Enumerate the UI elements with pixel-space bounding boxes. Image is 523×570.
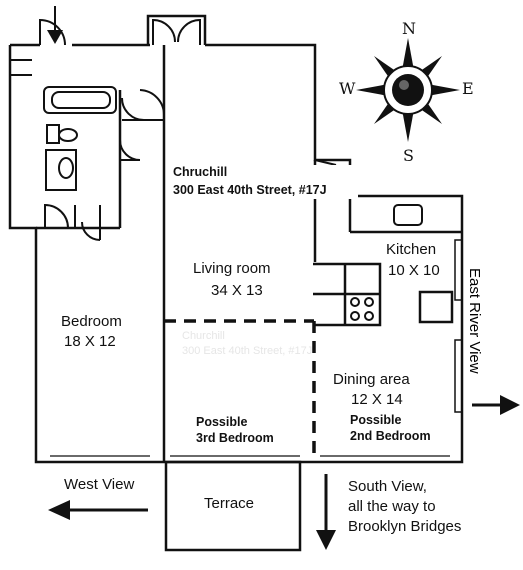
compass-north-label: N [402,19,416,38]
bedroom-name: Bedroom [61,313,122,330]
entry-arrow [47,6,63,44]
bedroom-dims: 18 X 12 [64,333,116,350]
building-address: 300 East 40th Street, #17J [173,183,327,197]
terrace-outline [164,460,302,552]
dining-area-name: Dining area [333,371,410,388]
living-room-name: Living room [193,260,271,277]
possible-2nd-bedroom-line1: Possible [350,413,402,427]
possible-2nd-bedroom-line2: 2nd Bedroom [350,429,431,443]
possible-3rd-bedroom-line1: Possible [196,415,248,429]
compass-rose [356,38,460,142]
living-room-dims: 34 X 13 [211,282,263,299]
dining-area-dims: 12 X 14 [351,391,403,408]
bathroom-fixtures [43,86,423,321]
compass-south-label: S [403,146,414,165]
compass-west-label: W [339,79,356,98]
compass-east-label: E [462,79,474,98]
west-view-label: West View [64,476,135,493]
south-view-line3: Brooklyn Bridges [348,518,462,535]
kitchen-dims: 10 X 10 [388,262,440,279]
terrace-name: Terrace [204,495,255,512]
possible-3rd-bedroom-line2: 3rd Bedroom [196,431,274,445]
east-river-view-label: East River View [466,268,483,374]
watermark-line-1: Churchill [182,330,225,342]
building-name: Chruchill [173,165,228,179]
address-caption-bg [168,165,358,199]
south-view-line1: South View, [348,478,427,495]
kitchen-name: Kitchen [386,241,437,258]
view-arrows [48,395,520,550]
south-view-line2: all the way to [348,498,436,515]
doors [10,18,337,241]
watermark-line-2: 300 East 40th Street, #17J [182,345,313,357]
possible-room-dividers [164,319,316,462]
